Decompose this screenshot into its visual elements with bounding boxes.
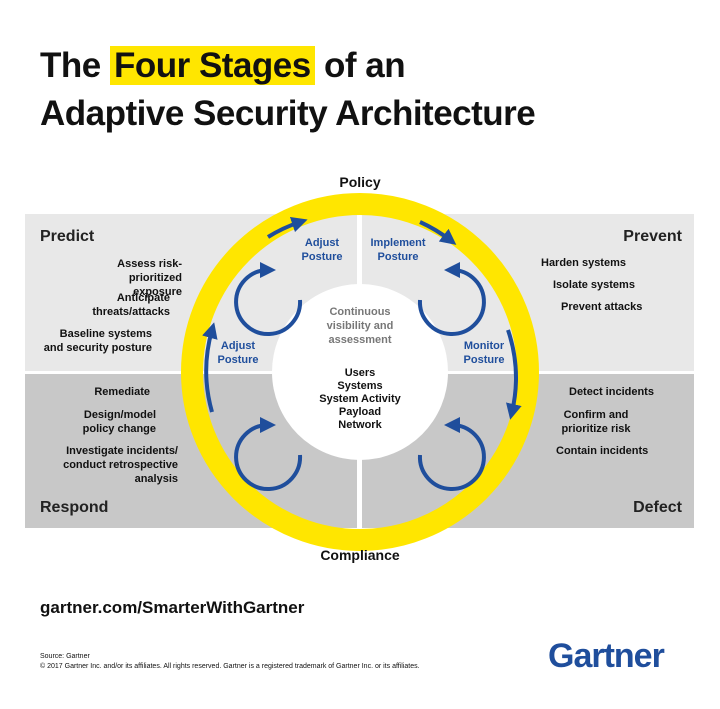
predict-item-1: Assess risk-prioritized exposure <box>117 258 182 298</box>
loop-arrow-bottom-left <box>234 417 303 491</box>
quadrant-label-respond: Respond <box>40 499 109 516</box>
yellow-ring <box>181 193 539 551</box>
center-item-systems: Systems <box>337 380 383 392</box>
defect-item-2: Confirm and prioritize risk <box>561 409 631 435</box>
title-pre: The <box>40 46 101 85</box>
predict-item-2: Anticipate threats/attacks <box>92 292 170 318</box>
center-item-network: Network <box>338 419 382 431</box>
source-line: Source: Gartner <box>40 653 90 660</box>
title-line-2: Adaptive Security Architecture <box>40 94 536 133</box>
quadrant-label-prevent: Prevent <box>623 228 682 245</box>
loop-arrow-top-left <box>234 262 303 336</box>
title-post: of an <box>323 46 406 85</box>
defect-item-3: Contain incidents <box>556 445 649 457</box>
title-highlight: Four Stages <box>109 46 315 85</box>
center-top-text: Continuous visibility and assessment <box>326 306 394 346</box>
gartner-logo: Gartner <box>548 637 665 675</box>
orbit-arrow-top-left <box>266 216 308 239</box>
respond-item-1: Remediate <box>94 386 150 398</box>
orbit-arrow-left <box>202 322 218 413</box>
footer-url[interactable]: gartner.com/SmarterWithGartner <box>40 598 305 617</box>
center-item-system-activity: System Activity <box>319 393 401 405</box>
defect-item-1: Detect incidents <box>569 386 654 398</box>
footer-source: Source: Gartner © 2017 Gartner Inc. and/… <box>40 652 420 672</box>
prevent-item-1: Harden systems <box>541 257 626 269</box>
copyright-line: © 2017 Gartner Inc. and/or its affiliate… <box>40 663 420 670</box>
respond-item-2: Design/model policy change <box>82 409 156 435</box>
center-item-users: Users <box>344 367 376 379</box>
orbit-arrow-right <box>506 329 522 420</box>
prevent-item-2: Isolate systems <box>553 279 635 291</box>
center-circle <box>272 284 448 460</box>
quadrant-label-predict: Predict <box>40 228 95 245</box>
predict-item-3: Baseline systems and security posture <box>43 328 152 354</box>
arrow-label-adjust-left: Adjust Posture <box>217 340 259 366</box>
ring-label-compliance: Compliance <box>320 547 400 563</box>
ring-label-policy: Policy <box>339 174 381 190</box>
quadrant-label-defect: Defect <box>633 499 682 516</box>
orbit-arrow-top-right <box>419 220 457 245</box>
title-line-1: The Four Stages of an <box>40 44 406 88</box>
respond-item-3: Investigate incidents/ conduct retrospec… <box>63 445 178 485</box>
arrow-label-monitor: Monitor Posture <box>463 340 505 366</box>
arrow-label-implement: Implement Posture <box>370 237 426 263</box>
arrow-label-adjust-top: Adjust Posture <box>301 237 343 263</box>
loop-arrow-top-right <box>417 262 486 336</box>
loop-arrow-bottom-right <box>417 417 486 491</box>
prevent-item-3: Prevent attacks <box>561 301 643 313</box>
center-item-payload: Payload <box>338 406 382 418</box>
